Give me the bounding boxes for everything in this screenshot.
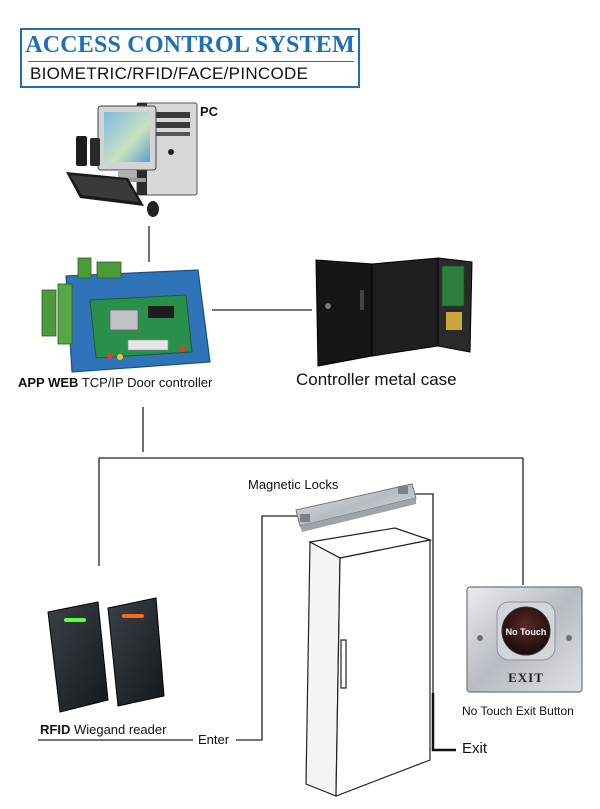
rfid-reader-icon[interactable] xyxy=(47,597,165,713)
controller-label-box: APP WEB TCP/IP Door controller xyxy=(18,375,258,390)
page-subtitle: BIOMETRIC/RFID/FACE/PINCODE xyxy=(30,64,309,83)
wire-enter xyxy=(38,515,298,741)
door-icon xyxy=(305,527,433,797)
rfid-label: RFID Wiegand reader xyxy=(40,722,230,737)
wire-controller-bus xyxy=(98,407,524,750)
enter-label-box: Enter xyxy=(198,732,230,747)
exit-wire-label-box: Exit xyxy=(462,740,488,757)
enter-label: Enter xyxy=(198,732,230,747)
exit-button-plate-text: EXIT xyxy=(508,670,544,685)
metal-case-label-box: Controller metal case xyxy=(296,370,457,389)
controller-board-icon[interactable] xyxy=(41,257,211,373)
exit-button-icon[interactable]: No Touch EXIT xyxy=(466,586,583,693)
rfid-label-box: RFID Wiegand reader xyxy=(40,722,230,737)
magnetic-lock-label: Magnetic Locks xyxy=(248,477,339,492)
rfid-label-rest: Wiegand reader xyxy=(70,722,167,737)
wire-exit xyxy=(431,693,456,752)
exit-wire-label: Exit xyxy=(462,740,488,757)
pc-icon[interactable] xyxy=(66,102,198,217)
title-box: ACCESS CONTROL SYSTEM BIOMETRIC/RFID/FAC… xyxy=(20,28,360,88)
rfid-label-bold: RFID xyxy=(40,722,71,737)
pc-label-box: PC xyxy=(200,104,219,119)
exit-button-label-box: No Touch Exit Button xyxy=(462,704,574,718)
metal-case-label: Controller metal case xyxy=(296,370,457,389)
pc-label: PC xyxy=(200,104,219,119)
magnetic-lock-label-box: Magnetic Locks xyxy=(248,477,339,492)
controller-label-bold: APP WEB xyxy=(18,375,79,390)
exit-button-face-text: No Touch xyxy=(506,627,547,637)
controller-label-rest: TCP/IP Door controller xyxy=(78,375,213,390)
title-divider xyxy=(28,61,354,62)
controller-label: APP WEB TCP/IP Door controller xyxy=(18,375,258,390)
magnetic-lock-icon[interactable] xyxy=(295,483,417,532)
metal-case-icon[interactable] xyxy=(315,257,473,367)
page-title: ACCESS CONTROL SYSTEM xyxy=(25,32,355,58)
exit-button-label: No Touch Exit Button xyxy=(462,704,574,718)
